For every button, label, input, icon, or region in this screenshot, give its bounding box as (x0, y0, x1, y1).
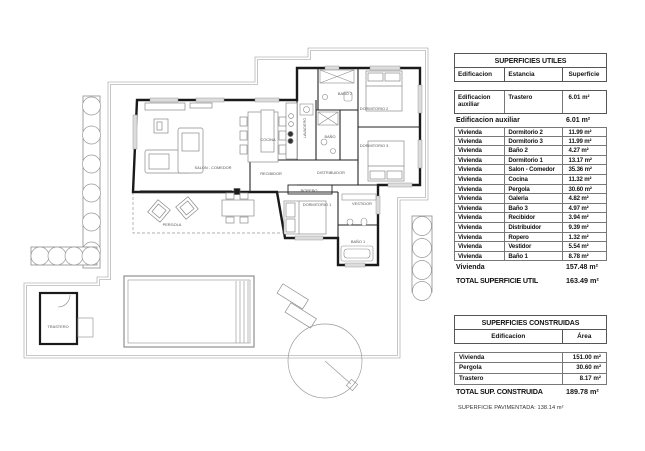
bed-dormitorio2 (365, 70, 403, 112)
room-label: BAÑO (324, 134, 335, 139)
room-label: BAÑO 1 (351, 239, 365, 244)
bed-dormitorio3 (367, 140, 405, 182)
column-header: Edificacion (455, 330, 563, 343)
tree-large (287, 323, 363, 399)
room-label: TRASTERO (47, 324, 68, 329)
room-label: VESTIDOR (352, 201, 372, 206)
room-label: DORMITORIO 1 (303, 202, 331, 207)
room-label: DORMITORIO 2 (360, 106, 388, 111)
sofa (144, 127, 204, 174)
fireplace (153, 118, 169, 134)
hedge-left (82, 95, 101, 269)
kitchen-island (260, 102, 298, 160)
total-row: TOTAL SUP. CONSTRUIDA 189.78 m² (456, 387, 599, 396)
table-header: Edificacion Área (454, 330, 607, 344)
room-label: COCINA (260, 137, 276, 142)
pool (123, 275, 255, 348)
hedge-right (411, 215, 433, 301)
washer (299, 103, 314, 116)
table-title: SUPERFICIES UTILES (454, 53, 607, 68)
table-title: SUPERFICIES CONSTRUIDAS (454, 315, 607, 330)
floor-plan: SALON - COMEDOR COCINA LAVADERO BAÑO BAÑ… (23, 47, 433, 399)
bathroom3-fixtures (317, 111, 339, 154)
total-row: TOTAL SUPERFICIE UTIL 163.49 m² (456, 276, 599, 286)
glass-wall (140, 188, 241, 195)
room-label: ROPERO (301, 188, 318, 193)
column-header: Estancia (505, 68, 563, 81)
table-header: Edificacion Estancia Superficie (454, 68, 607, 82)
site-boundary (23, 47, 429, 359)
column-header: Área (577, 333, 592, 340)
room-label: DISTRIBUIDOR (317, 170, 345, 175)
room-label: DORMITORIO 3 (360, 143, 388, 148)
trastero-building (38, 291, 94, 346)
paved-surface-note: SUPERFICIE PAVIMENTADA: 138.14 m² (458, 405, 564, 411)
windows (132, 65, 423, 268)
superficies-construidas-table: SUPERFICIES CONSTRUIDAS Edificacion Área… (454, 315, 607, 399)
column-header: Superficie (568, 71, 600, 78)
vestidor-closet (341, 193, 377, 201)
bathroom2-fixtures (319, 69, 355, 102)
tv-unit (144, 102, 213, 111)
outdoor-table (221, 192, 255, 224)
room-label: SALON - COMEDOR (195, 165, 232, 170)
room-label: RECIBIDOR (260, 171, 282, 176)
subtotal-row: Edificacion auxiliar 6.01 m² (456, 117, 591, 124)
table-row: Edificacion auxiliar Trastero 6.01 m² (454, 90, 607, 114)
room-label: PERGOLA (163, 222, 182, 227)
sun-loungers (276, 283, 317, 329)
hedge-bottom (30, 246, 101, 266)
pergola-armchairs (147, 196, 199, 223)
bathroom1-fixtures (340, 217, 374, 262)
bed-dormitorio1 (283, 200, 327, 235)
superficies-utiles-table: SUPERFICIES UTILES Edificacion Estancia … (454, 53, 607, 288)
subtotal-row: Vivienda 157.48 m² (456, 264, 598, 272)
room-labels: SALON - COMEDOR COCINA LAVADERO BAÑO BAÑ… (47, 91, 388, 329)
room-label: BAÑO 2 (338, 91, 352, 96)
column-header: Edificacion (455, 68, 506, 81)
pergola-boundary (132, 192, 297, 234)
room-label: LAVADERO (302, 118, 307, 139)
